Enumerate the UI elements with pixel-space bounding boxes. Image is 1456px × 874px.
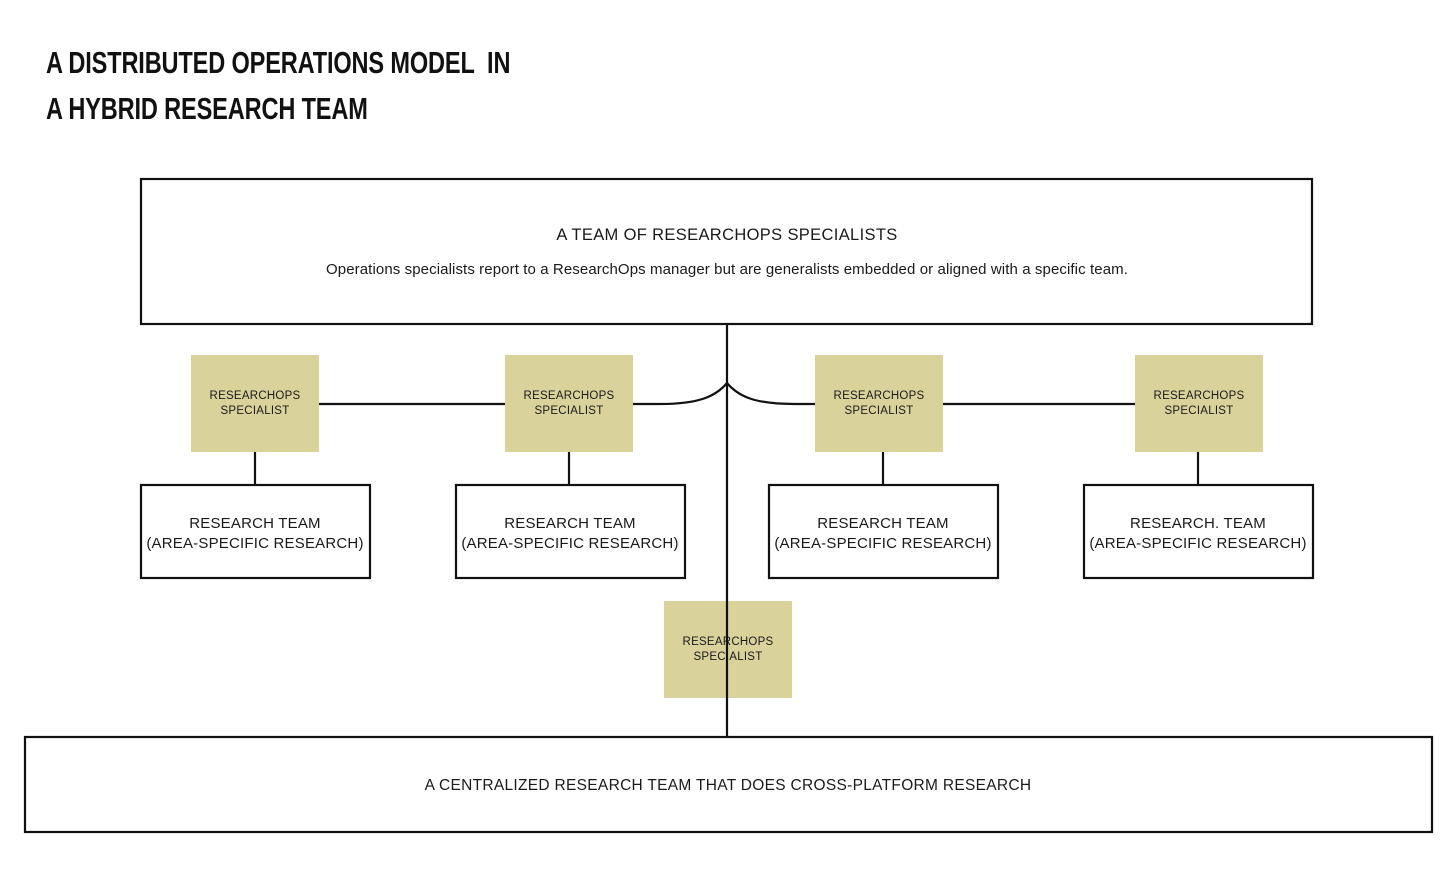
research-team-2[interactable]: RESEARCH TEAM (AREA-SPECIFIC RESEARCH) (454, 483, 687, 580)
top-box-description: Operations specialists report to a Resea… (326, 261, 1128, 278)
top-box-heading: A TEAM OF RESEARCHOPS SPECIALISTS (556, 226, 897, 244)
research-team-2-label-line-2: (AREA-SPECIFIC RESEARCH) (461, 535, 678, 552)
bottom-box: A CENTRALIZED RESEARCH TEAM THAT DOES CR… (23, 735, 1434, 834)
top-box-outline (139, 177, 1314, 326)
research-team-4-label-line-2: (AREA-SPECIFIC RESEARCH) (1089, 535, 1306, 552)
bottom-box-outline (23, 735, 1434, 834)
research-team-2-label-line-1: RESEARCH TEAM (504, 515, 636, 532)
research-team-1-outline (139, 483, 372, 580)
connector-bus-right (726, 382, 1198, 406)
specialist-3-label-line-2: SPECIALIST (845, 405, 914, 417)
research-team-3-label-line-2: (AREA-SPECIFIC RESEARCH) (774, 535, 991, 552)
page-title: A DISTRIBUTED OPERATIONS MODEL IN A HYBR… (46, 40, 746, 132)
specialist-1[interactable]: RESEARCHOPS SPECIALIST (191, 355, 319, 452)
research-team-1[interactable]: RESEARCH TEAM (AREA-SPECIFIC RESEARCH) (139, 483, 372, 580)
specialist-4-label-line-2: SPECIALIST (1165, 405, 1234, 417)
specialist-3-label-line-1: RESEARCHOPS (834, 390, 925, 402)
specialist-1-fill (191, 355, 319, 452)
research-team-3[interactable]: RESEARCH TEAM (AREA-SPECIFIC RESEARCH) (767, 483, 1000, 580)
bottom-box-label: A CENTRALIZED RESEARCH TEAM THAT DOES CR… (425, 777, 1032, 794)
specialist-3-fill (815, 355, 943, 452)
specialist-2-fill (505, 355, 633, 452)
specialist-4[interactable]: RESEARCHOPS SPECIALIST (1135, 355, 1263, 452)
specialist-4-fill (1135, 355, 1263, 452)
research-team-1-label-line-1: RESEARCH TEAM (189, 515, 321, 532)
top-box: A TEAM OF RESEARCHOPS SPECIALISTS Operat… (139, 177, 1314, 326)
research-team-3-label-line-1: RESEARCH TEAM (817, 515, 949, 532)
specialist-3[interactable]: RESEARCHOPS SPECIALIST (815, 355, 943, 452)
research-team-1-label-line-2: (AREA-SPECIFIC RESEARCH) (146, 535, 363, 552)
research-team-3-outline (767, 483, 1000, 580)
specialist-1-label-line-2: SPECIALIST (221, 405, 290, 417)
specialist-2[interactable]: RESEARCHOPS SPECIALIST (505, 355, 633, 452)
research-team-4-outline (1082, 483, 1315, 580)
page-title-line-2: A HYBRID RESEARCH TEAM (46, 91, 368, 126)
specialist-2-label-line-2: SPECIALIST (535, 405, 604, 417)
page-title-line-1: A DISTRIBUTED OPERATIONS MODEL IN (46, 45, 511, 80)
research-team-4[interactable]: RESEARCH. TEAM (AREA-SPECIFIC RESEARCH) (1082, 483, 1315, 580)
specialist-1-label-line-1: RESEARCHOPS (210, 390, 301, 402)
specialist-2-label-line-1: RESEARCHOPS (524, 390, 615, 402)
research-team-4-label-line-1: RESEARCH. TEAM (1130, 515, 1266, 532)
research-team-2-outline (454, 483, 687, 580)
connector-bus-left (255, 382, 728, 406)
specialist-4-label-line-1: RESEARCHOPS (1154, 390, 1245, 402)
